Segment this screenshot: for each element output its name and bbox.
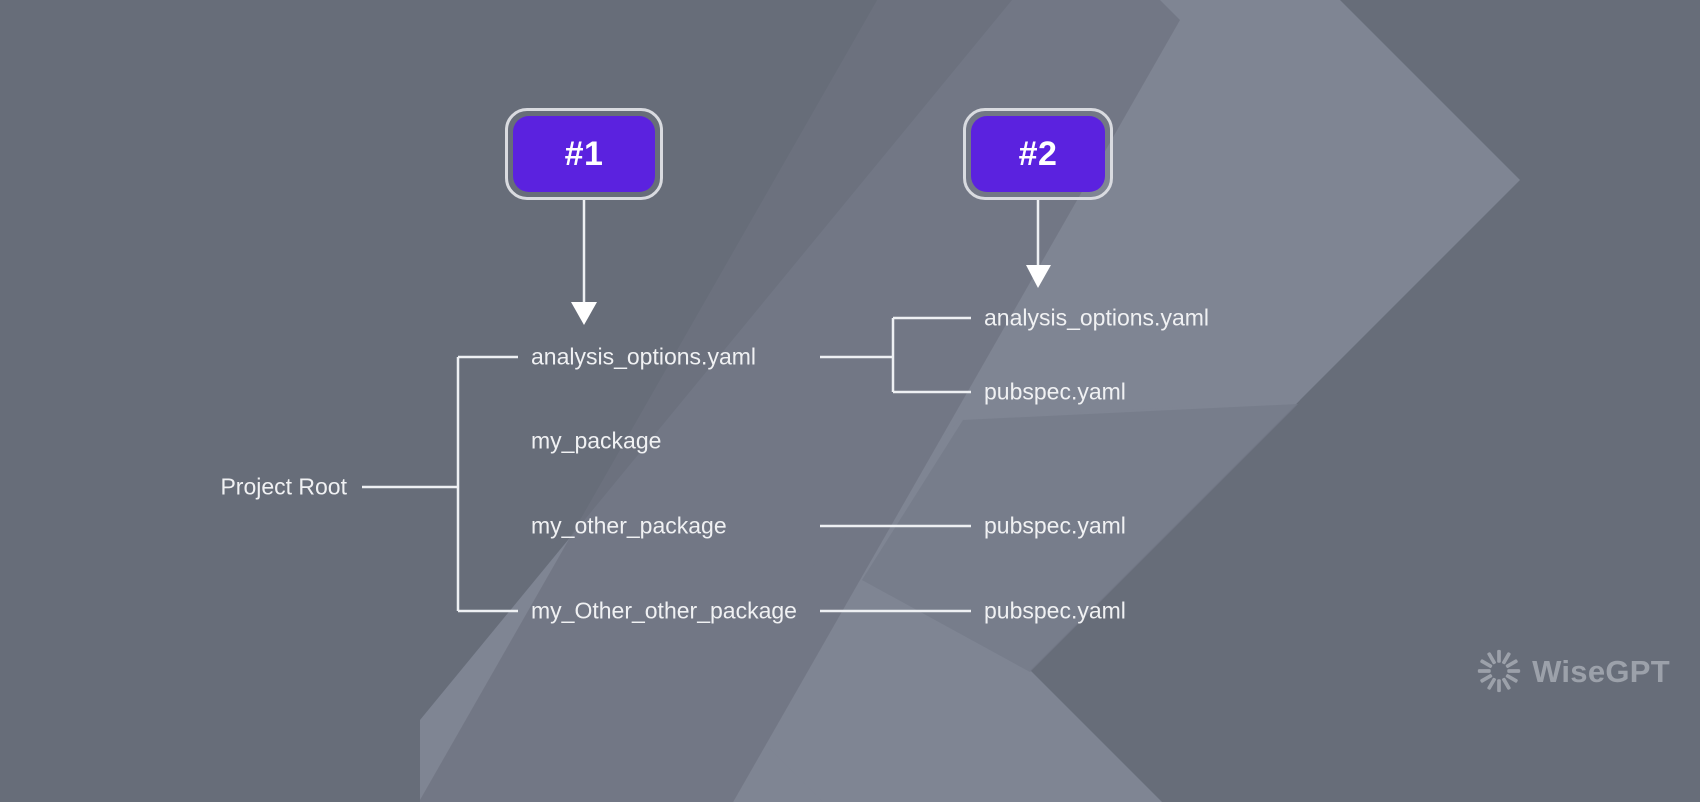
node-analysis-options-yaml: analysis_options.yaml (531, 343, 757, 370)
node-child-pubspec-yaml-2: pubspec.yaml (984, 512, 1126, 539)
watermark-text: WiseGPT (1532, 653, 1670, 689)
badge-1-label: #1 (564, 135, 604, 173)
node-child-analysis-options-yaml: analysis_options.yaml (984, 304, 1210, 331)
pinwheel-icon (1477, 649, 1521, 693)
flutter-logo-fold (862, 404, 1298, 672)
badge-1-inner: #1 (513, 116, 655, 192)
node-my-other-package: my_other_package (531, 512, 727, 539)
node-child-pubspec-yaml-3: pubspec.yaml (984, 597, 1126, 624)
arrowhead-badge1 (571, 302, 597, 325)
node-my-other-other-package: my_Other_other_package (531, 597, 797, 624)
node-project-root: Project Root (220, 473, 347, 500)
badge-2-inner: #2 (971, 116, 1105, 192)
badge-2[interactable]: #2 (963, 108, 1113, 200)
node-child-pubspec-yaml-1: pubspec.yaml (984, 378, 1126, 405)
arrowhead-badge2 (1026, 265, 1051, 288)
watermark: WiseGPT (1476, 648, 1670, 694)
flutter-logo-dark-band (420, 0, 1180, 802)
badge-1[interactable]: #1 (505, 108, 663, 200)
node-my-package: my_package (531, 427, 662, 454)
badge-2-label: #2 (1018, 135, 1058, 173)
